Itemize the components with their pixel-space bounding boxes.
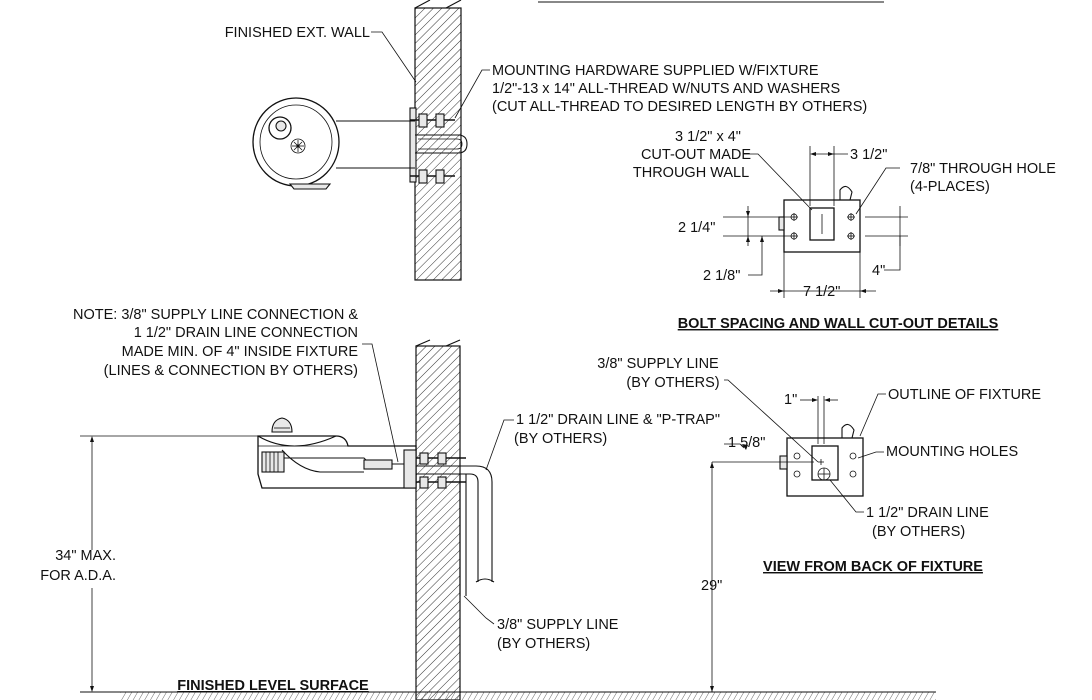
leader-mounting-hw bbox=[454, 69, 490, 119]
label-through-hole-2: (4-PLACES) bbox=[910, 179, 990, 195]
label-drain-ptrap-2: (BY OTHERS) bbox=[514, 431, 607, 447]
label-note-2: 1 1/2" DRAIN LINE CONNECTION bbox=[134, 325, 358, 341]
drain-grate-icon bbox=[290, 138, 306, 154]
label-note-4: (LINES & CONNECTION BY OTHERS) bbox=[104, 363, 358, 379]
back-view-detail bbox=[710, 379, 886, 692]
fixture-body-side bbox=[257, 435, 417, 489]
label-drain-line-2: (BY OTHERS) bbox=[872, 524, 965, 540]
side-hardware bbox=[416, 452, 495, 596]
label-ada-1: 34" MAX. bbox=[55, 548, 116, 564]
back-cutout bbox=[811, 445, 839, 481]
drain-pipe-plan bbox=[415, 134, 468, 154]
label-supply-bottom-1: 3/8" SUPPLY LINE bbox=[497, 617, 619, 633]
leader-drain-ptrap bbox=[485, 419, 514, 471]
drain-pipe-side bbox=[416, 465, 493, 582]
label-mounting-hw-1: MOUNTING HARDWARE SUPPLIED W/FIXTURE bbox=[492, 63, 819, 79]
label-ada-2: FOR A.D.A. bbox=[40, 568, 116, 584]
side-fixture bbox=[257, 417, 417, 489]
label-finished-level: FINISHED LEVEL SURFACE bbox=[177, 678, 369, 694]
top-fixture-plan bbox=[252, 97, 468, 190]
label-mounting-holes: MOUNTING HOLES bbox=[886, 444, 1018, 460]
fountain-bowl-top bbox=[252, 97, 340, 187]
title-bolt-spacing: BOLT SPACING AND WALL CUT-OUT DETAILS bbox=[678, 316, 999, 332]
label-dim-29: 29" bbox=[701, 578, 722, 594]
supply-fitting bbox=[363, 459, 393, 470]
bottom-wall-section bbox=[415, 339, 461, 700]
label-finished-ext-wall: FINISHED EXT. WALL bbox=[225, 25, 370, 41]
bottom-wall bbox=[415, 345, 461, 700]
through-hole-icon bbox=[790, 213, 855, 240]
label-note-1: NOTE: 3/8" SUPPLY LINE CONNECTION & bbox=[73, 307, 358, 323]
label-mounting-hw-3: (CUT ALL-THREAD TO DESIRED LENGTH BY OTH… bbox=[492, 99, 867, 115]
leader-ext-wall bbox=[371, 31, 417, 83]
label-dim-2-125: 2 1/8" bbox=[703, 268, 740, 284]
label-dim-3-5: 3 1/2" bbox=[850, 147, 887, 163]
bolt-spacing-detail bbox=[723, 146, 908, 298]
label-dim-2-25: 2 1/4" bbox=[678, 220, 715, 236]
mounting-hole-icon bbox=[793, 452, 857, 478]
label-drain-ptrap-1: 1 1/2" DRAIN LINE & "P-TRAP" bbox=[516, 412, 720, 428]
title-back-view: VIEW FROM BACK OF FIXTURE bbox=[763, 559, 983, 575]
label-outline-fixture: OUTLINE OF FIXTURE bbox=[888, 387, 1041, 403]
label-dim-1: 1" bbox=[784, 392, 797, 408]
label-cutout-1: 3 1/2" x 4" bbox=[675, 129, 741, 145]
label-cutout-2: CUT-OUT MADE bbox=[641, 147, 751, 163]
valve-body bbox=[261, 451, 285, 473]
label-through-hole-1: 7/8" THROUGH HOLE bbox=[910, 161, 1056, 177]
top-wall-section bbox=[414, 0, 462, 281]
finished-floor bbox=[80, 691, 936, 700]
leader-supply-bottom bbox=[463, 595, 495, 625]
label-note-3: MADE MIN. OF 4" INSIDE FIXTURE bbox=[122, 344, 359, 360]
label-supply-top-1: 3/8" SUPPLY LINE bbox=[597, 356, 719, 372]
label-dim-1-625: 1 5/8" bbox=[728, 435, 765, 451]
label-drain-line-1: 1 1/2" DRAIN LINE bbox=[866, 505, 989, 521]
top-wall bbox=[414, 7, 462, 281]
label-mounting-hw-2: 1/2"-13 x 14" ALL-THREAD W/NUTS AND WASH… bbox=[492, 81, 840, 97]
ada-height-dimension bbox=[80, 435, 258, 692]
label-dim-7-5: 7 1/2" bbox=[803, 284, 840, 300]
label-dim-4: 4" bbox=[872, 263, 885, 279]
leader-note bbox=[362, 343, 399, 463]
label-supply-top-2: (BY OTHERS) bbox=[626, 375, 719, 391]
bubbler-side-icon bbox=[271, 417, 293, 433]
label-supply-bottom-2: (BY OTHERS) bbox=[497, 636, 590, 652]
label-cutout-3: THROUGH WALL bbox=[633, 165, 749, 181]
